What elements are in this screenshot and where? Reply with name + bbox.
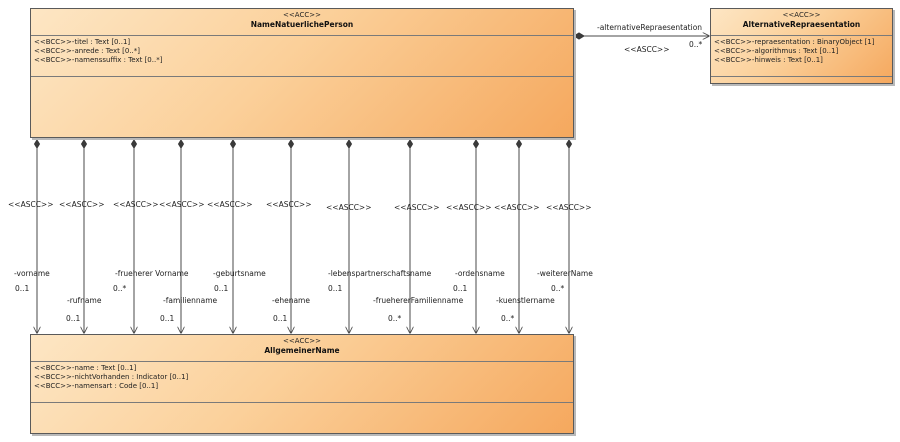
association-multiplicity: 0..1 xyxy=(66,314,81,323)
composition-diamond xyxy=(80,139,88,149)
association-stereotype: <<ASCC>> xyxy=(159,200,205,209)
attribute-compartment: <<BCC>>-titel : Text [0..1] <<BCC>>-anre… xyxy=(31,36,573,77)
association-multiplicity: 0..1 xyxy=(328,284,343,293)
composition-diamond xyxy=(130,139,138,149)
association-multiplicity: 0..1 xyxy=(214,284,229,293)
attribute-titel[interactable]: <<BCC>>-titel : Text [0..1] xyxy=(34,38,131,46)
association-role: -fruehererFamilienname xyxy=(373,296,464,305)
association-stereotype: <<ASCC>> xyxy=(113,200,159,209)
association-stereotype: <<ASCC>> xyxy=(326,203,372,212)
class-title: NameNatuerlichePerson xyxy=(250,20,354,29)
association-lines: <<ASCC>> -vorname 0..1 <<ASCC>> -rufname 0..1… xyxy=(8,23,709,333)
class-stereotype: <<ACC>> xyxy=(283,337,321,345)
attribute-anrede[interactable]: <<BCC>>-anrede : Text [0..*] xyxy=(34,47,141,55)
attribute-repraesentation[interactable]: <<BCC>>-repraesentation : BinaryObject [… xyxy=(714,38,875,46)
composition-diamond xyxy=(287,139,295,149)
association-multiplicity: 0..1 xyxy=(160,314,175,323)
association-role: -ehename xyxy=(272,296,310,305)
class-allgemeiner-name[interactable]: <<ACC>> AllgemeinerName <<BCC>>-name : T… xyxy=(30,334,574,434)
association-multiplicity: 0..* xyxy=(551,284,565,293)
composition-diamond xyxy=(406,139,414,149)
attribute-hinweis[interactable]: <<BCC>>-hinweis : Text [0..1] xyxy=(714,56,823,64)
association-multiplicity: 0..* xyxy=(689,40,703,49)
attribute-namensart[interactable]: <<BCC>>-namensart : Code [0..1] xyxy=(34,382,159,390)
association-stereotype: <<ASCC>> xyxy=(266,200,312,209)
association-role: -frueherer Vorname xyxy=(115,269,189,278)
composition-diamond xyxy=(472,139,480,149)
composition-diamond xyxy=(177,139,185,149)
association-role: -kuenstlername xyxy=(496,296,555,305)
class-alternative-repraesentation[interactable]: <<ACC>> AlternativeRepraesentation <<BCC… xyxy=(710,8,893,84)
class-title: AllgemeinerName xyxy=(264,346,340,355)
association-stereotype: <<ASCC>> xyxy=(546,203,592,212)
association-stereotype: <<ASCC>> xyxy=(624,45,670,54)
composition-diamond xyxy=(573,32,585,40)
attribute-algorithmus[interactable]: <<BCC>>-algorithmus : Text [0..1] xyxy=(714,47,839,55)
composition-diamond xyxy=(33,139,41,149)
association-stereotype: <<ASCC>> xyxy=(59,200,105,209)
class-header: <<ACC>> AllgemeinerName xyxy=(31,335,573,362)
association-role: -weitererName xyxy=(537,269,593,278)
attribute-name[interactable]: <<BCC>>-name : Text [0..1] xyxy=(34,364,137,372)
class-stereotype: <<ACC>> xyxy=(782,11,821,19)
class-header: <<ACC>> AlternativeRepraesentation xyxy=(711,9,892,36)
association-role: -vorname xyxy=(14,269,50,278)
association-multiplicity: 0..* xyxy=(501,314,515,323)
attribute-nicht-vorhanden[interactable]: <<BCC>>-nichtVorhanden : Indicator [0..1… xyxy=(34,373,189,381)
composition-diamond xyxy=(345,139,353,149)
composition-diamond xyxy=(515,139,523,149)
association-role: -alternativeRepraesentation xyxy=(597,23,702,32)
association-multiplicity: 0..1 xyxy=(15,284,30,293)
association-role: -lebenspartnerschaftsname xyxy=(328,269,432,278)
class-title: AlternativeRepraesentation xyxy=(742,20,861,29)
attribute-namenssuffix[interactable]: <<BCC>>-namenssuffix : Text [0..*] xyxy=(34,56,163,64)
association-multiplicity: 0..1 xyxy=(273,314,288,323)
association-role: -familienname xyxy=(163,296,218,305)
association-stereotype: <<ASCC>> xyxy=(207,200,253,209)
association-stereotype: <<ASCC>> xyxy=(446,203,492,212)
class-name-natuerliche-person[interactable]: <<ACC>> NameNatuerlichePerson <<BCC>>-ti… xyxy=(30,8,574,138)
attribute-compartment: <<BCC>>-repraesentation : BinaryObject [… xyxy=(711,36,892,77)
association-stereotype: <<ASCC>> xyxy=(394,203,440,212)
association-multiplicity: 0..* xyxy=(113,284,127,293)
composition-diamond xyxy=(565,139,573,149)
class-stereotype: <<ACC>> xyxy=(283,11,321,19)
association-multiplicity: 0..1 xyxy=(453,284,468,293)
association-multiplicity: 0..* xyxy=(388,314,402,323)
composition-diamond xyxy=(229,139,237,149)
association-stereotype: <<ASCC>> xyxy=(494,203,540,212)
association-role: -geburtsname xyxy=(213,269,266,278)
attribute-compartment: <<BCC>>-name : Text [0..1] <<BCC>>-nicht… xyxy=(31,362,573,403)
association-role: -ordensname xyxy=(455,269,505,278)
association-role: -rufname xyxy=(67,296,102,305)
association-stereotype: <<ASCC>> xyxy=(8,200,54,209)
class-header: <<ACC>> NameNatuerlichePerson xyxy=(31,9,573,36)
